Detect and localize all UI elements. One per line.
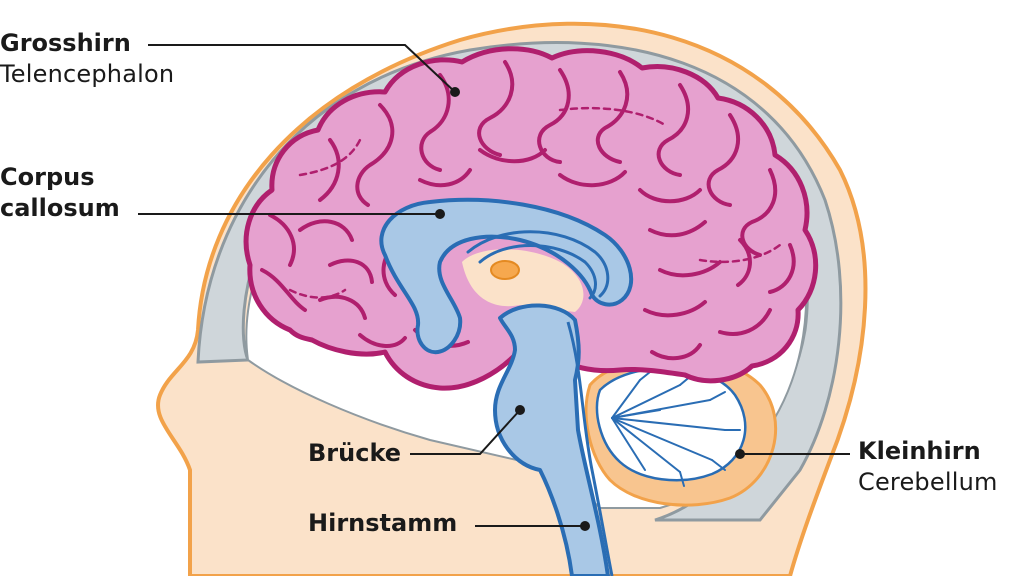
label-corpus-line1: Corpus bbox=[0, 163, 95, 191]
fornix bbox=[466, 230, 610, 300]
label-corpus-line2: callosum bbox=[0, 193, 120, 222]
leader-bruecke bbox=[410, 409, 521, 455]
label-hirnstamm: Hirnstamm bbox=[308, 508, 457, 539]
label-grosshirn-latin: Telencephalon bbox=[0, 59, 175, 88]
label-bruecke-name: Brücke bbox=[308, 439, 402, 467]
cerebrum-sulci-dashed bbox=[288, 106, 782, 299]
leader-lines bbox=[138, 44, 850, 527]
cerebellum-arbor-vitae bbox=[611, 371, 741, 487]
dot-grosshirn bbox=[450, 87, 460, 97]
pineal-spot bbox=[490, 260, 520, 280]
dot-corpus bbox=[435, 209, 445, 219]
label-kleinhirn-name: Kleinhirn bbox=[858, 437, 981, 465]
label-kleinhirn: Kleinhirn Cerebellum bbox=[858, 436, 998, 497]
label-kleinhirn-latin: Cerebellum bbox=[858, 467, 998, 496]
label-grosshirn: Grosshirn Telencephalon bbox=[0, 28, 174, 89]
cerebrum-gyri bbox=[260, 60, 796, 361]
brainstem bbox=[493, 303, 610, 576]
label-hirnstamm-name: Hirnstamm bbox=[308, 509, 458, 537]
label-grosshirn-name: Grosshirn bbox=[0, 29, 131, 57]
leader-grosshirn bbox=[148, 44, 456, 93]
brainstem-channel bbox=[566, 321, 614, 576]
label-corpus-callosum: Corpus callosum bbox=[0, 162, 120, 223]
label-bruecke: Brücke bbox=[308, 438, 401, 469]
dot-kleinhirn bbox=[735, 449, 745, 459]
dot-bruecke bbox=[515, 405, 525, 415]
dot-hirnstamm bbox=[580, 521, 590, 531]
leader-dots bbox=[435, 87, 745, 531]
